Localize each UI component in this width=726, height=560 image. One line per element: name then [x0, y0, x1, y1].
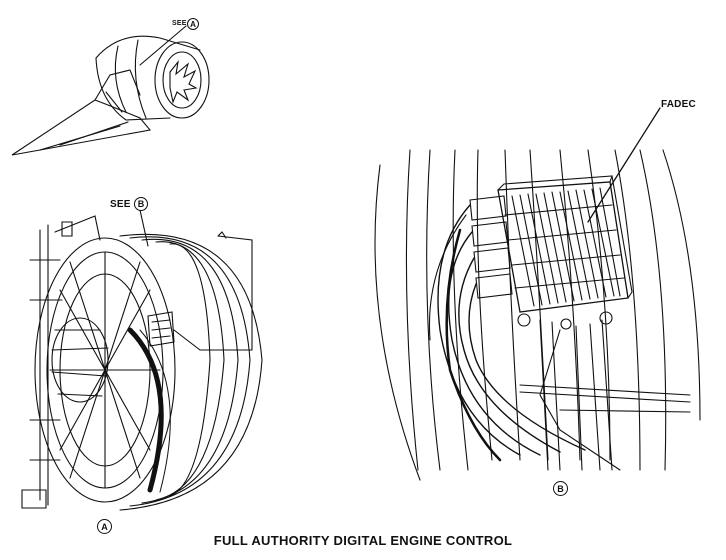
see-a-circle: A	[187, 18, 199, 30]
view-b-circle: B	[553, 481, 568, 496]
see-a-label: SEE	[172, 20, 187, 27]
fadec-label: FADEC	[661, 99, 696, 110]
view-a-circle: A	[97, 519, 112, 534]
engine-view-a-drawing	[21, 209, 263, 511]
see-b-circle: B	[134, 197, 148, 211]
see-b-label: SEE	[110, 199, 131, 210]
aircraft-overview-drawing	[11, 25, 210, 156]
diagram-title: FULL AUTHORITY DIGITAL ENGINE CONTROL	[213, 533, 513, 548]
fadec-view-b-drawing	[374, 107, 701, 481]
